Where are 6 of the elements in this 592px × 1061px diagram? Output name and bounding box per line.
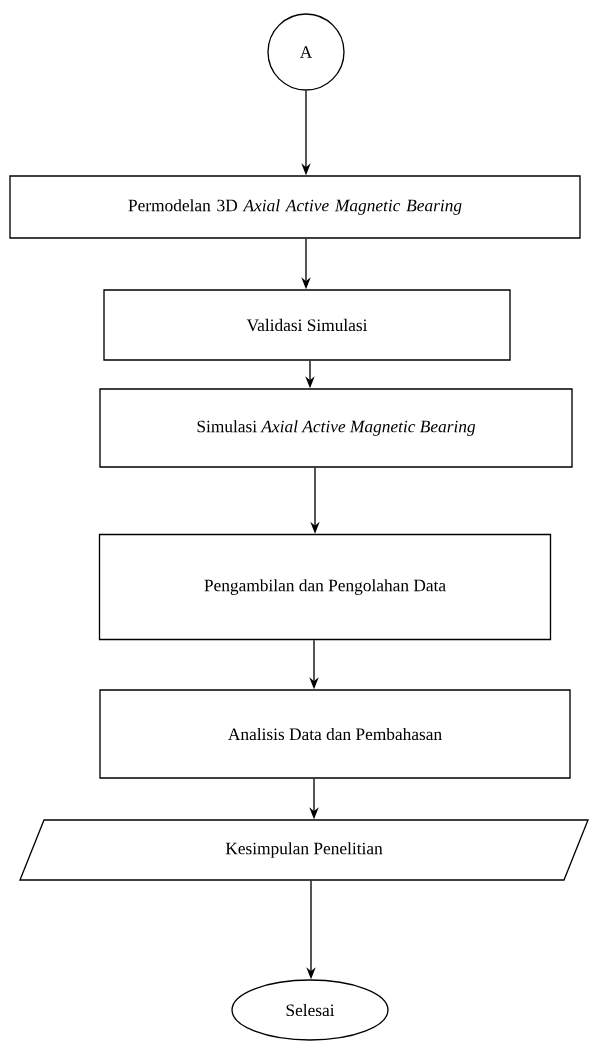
process-box: Permodelan 3D Axial Active Magnetic Bearing (9, 175, 581, 239)
process-box: Pengambilan dan Pengolahan Data (98, 533, 552, 641)
process-box: Analisis Data dan Pembahasan (99, 689, 571, 779)
data-parallelogram: Kesimpulan Penelitian (19, 819, 589, 881)
process-box: Validasi Simulasi (103, 289, 511, 361)
process-box: Simulasi Axial Active Magnetic Bearing (99, 388, 573, 468)
